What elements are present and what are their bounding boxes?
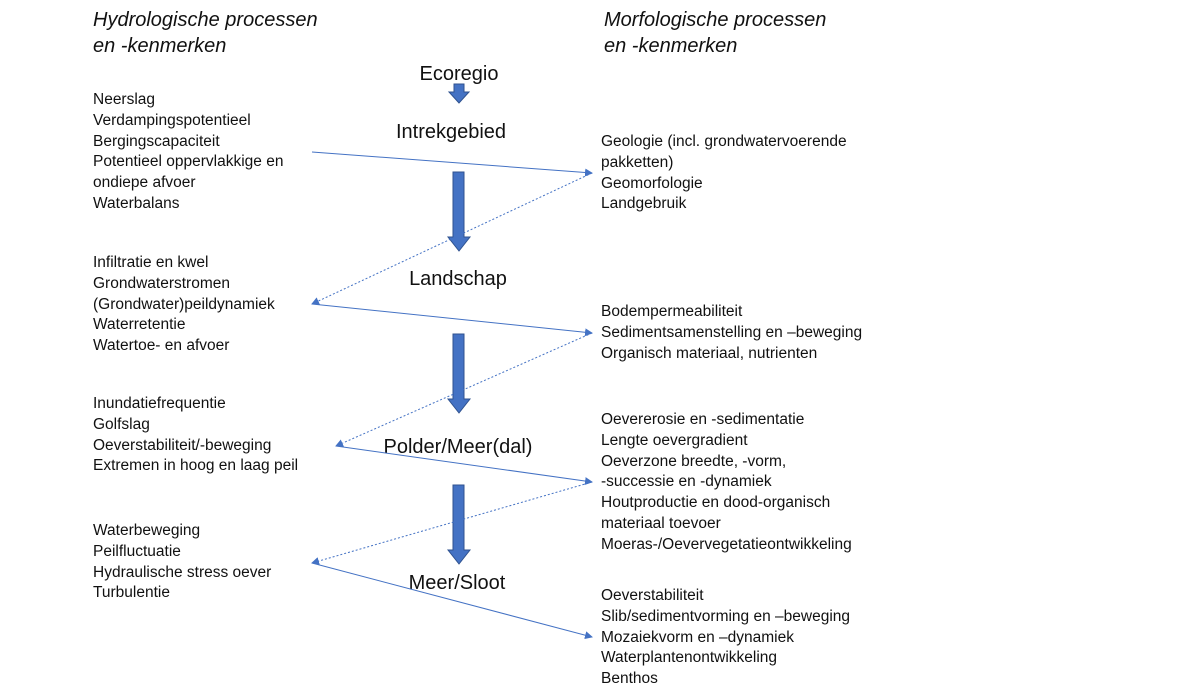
hydro-list-landschap: Infiltratie en kwel Grondwaterstromen (G…: [93, 253, 275, 357]
list-item: Neerslag: [93, 91, 156, 108]
list-item: -successie en -dynamiek: [601, 473, 772, 491]
list-item: Geologie (incl. grondwatervoerende: [601, 133, 847, 150]
connector-solid-3: [335, 445, 593, 485]
list-item: Bergingscapaciteit: [93, 132, 220, 150]
list-item: Hydraulische stress oever: [93, 563, 272, 581]
heading-morphological: Morfologische processen en -kenmerken: [604, 9, 827, 57]
list-item: Waterbalans: [93, 194, 180, 212]
list-item: Oeverstabiliteit/-beweging: [93, 436, 272, 454]
list-item: Watertoe- en afvoer: [93, 337, 230, 355]
morpho-list-polder: Oevererosie en -sedimentatie Lengte oeve…: [601, 410, 852, 556]
connector-solid-1: [311, 151, 593, 177]
list-item: materiaal toevoer: [601, 514, 721, 532]
list-item: Inundatiefrequentie: [93, 395, 226, 412]
list-item: pakketten): [601, 153, 674, 171]
list-item: Sedimentsamenstelling en –beweging: [601, 323, 863, 341]
list-item: Oevererosie en -sedimentatie: [601, 411, 805, 428]
heading-hydrological: Hydrologische processen en -kenmerken: [93, 9, 318, 57]
list-item: ondiepe afvoer: [93, 174, 196, 192]
list-item: Bodempermeabiliteit: [601, 303, 743, 320]
hydro-list-meer-sloot: Waterbeweging Peilfluctuatie Hydraulisch…: [93, 521, 271, 604]
list-item: Mozaiekvorm en –dynamiek: [601, 628, 794, 646]
list-item: Oeverzone breedte, -vorm,: [601, 452, 787, 470]
list-item: Lengte oevergradient: [601, 431, 748, 449]
level-polder-meer-dal: Polder/Meer(dal): [383, 436, 533, 458]
connector-dotted-3: [311, 481, 593, 565]
down-arrow-landschap: [446, 333, 472, 414]
level-meer-sloot: Meer/Sloot: [408, 572, 506, 594]
morpho-list-landschap: Bodempermeabiliteit Sedimentsamenstellin…: [601, 302, 862, 364]
list-item: Extremen in hoog en laag peil: [93, 457, 299, 475]
connector-dotted-1: [311, 172, 593, 305]
hydro-list-intrekgebied: Neerslag Verdampingspotentieel Bergingsc…: [93, 90, 283, 215]
list-item: Infiltratie en kwel: [93, 254, 209, 271]
list-item: Geomorfologie: [601, 174, 703, 192]
flow-arrows: [311, 83, 593, 640]
list-item: Waterretentie: [93, 316, 186, 334]
list-item: Landgebruik: [601, 195, 687, 213]
list-item: Oeverstabiliteit: [601, 587, 704, 604]
list-item: (Grondwater)peildynamiek: [93, 295, 275, 313]
list-item: Slib/sedimentvorming en –beweging: [601, 607, 851, 625]
down-arrow-intrekgebied: [446, 171, 472, 252]
connector-dotted-2: [335, 332, 593, 447]
level-intrekgebied: Intrekgebied: [395, 121, 507, 143]
down-arrow-ecoregio: [447, 83, 471, 104]
list-item: Moeras-/Oevervegetatieontwikkeling: [601, 535, 852, 553]
list-item: Organisch materiaal, nutrienten: [601, 344, 818, 362]
list-item: Grondwaterstromen: [93, 274, 230, 292]
level-ecoregio: Ecoregio: [419, 63, 499, 85]
list-item: Peilfluctuatie: [93, 542, 181, 560]
list-item: Turbulentie: [93, 584, 170, 602]
morpho-list-intrekgebied: Geologie (incl. grondwatervoerende pakke…: [601, 132, 847, 215]
list-item: Verdampingspotentieel: [93, 111, 251, 129]
list-item: Golfslag: [93, 415, 150, 433]
level-landschap: Landschap: [409, 268, 507, 290]
list-item: Houtproductie en dood-organisch: [601, 494, 831, 512]
connector-solid-4: [311, 562, 593, 640]
down-arrow-polder: [446, 484, 472, 565]
list-item: Waterbeweging: [93, 522, 201, 539]
connector-solid-2: [311, 303, 593, 337]
list-item: Potentieel oppervlakkige en: [93, 153, 284, 171]
hydro-list-polder: Inundatiefrequentie Golfslag Oeverstabil…: [93, 394, 298, 477]
list-item: Waterplantenontwikkeling: [601, 649, 778, 667]
